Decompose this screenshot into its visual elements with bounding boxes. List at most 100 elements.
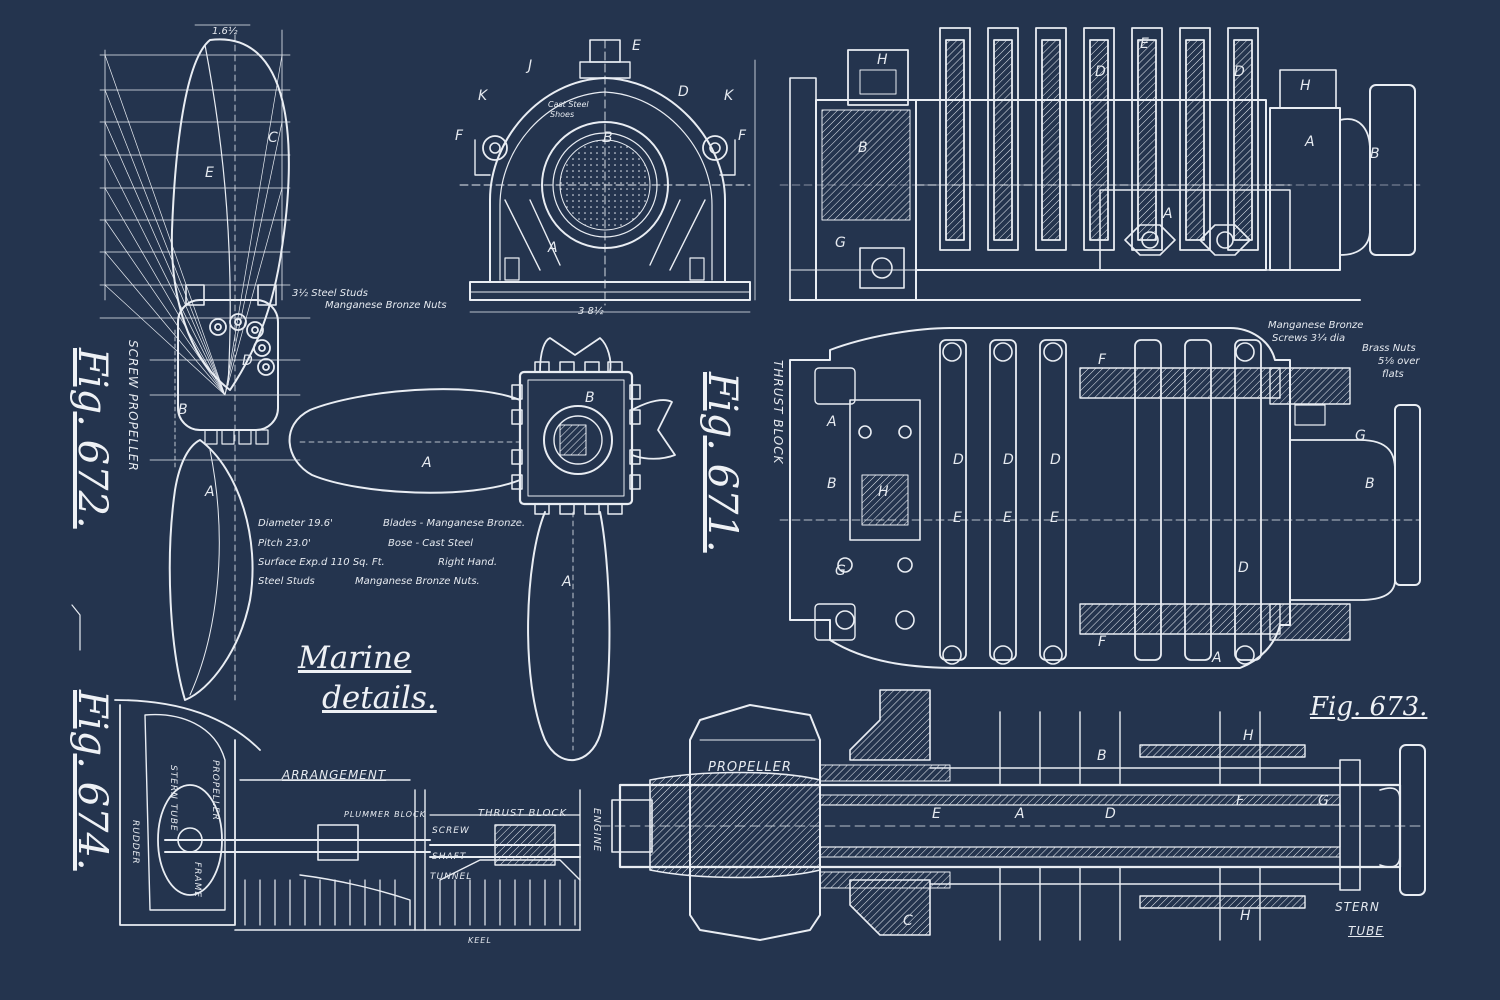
letter-f-plan-top: F (1098, 352, 1107, 368)
fig671-label: Fig. 671. (699, 372, 745, 553)
letter-b-side-flange: B (1370, 146, 1380, 162)
letter-e-thrust-end: E (632, 38, 641, 54)
letter-g-plan: G (835, 563, 846, 579)
letter-f-tube: F (1236, 793, 1245, 809)
thrust-block-end-view (459, 39, 756, 313)
spec-left-4: Steel Studs (258, 576, 315, 587)
letter-e-plan-1: E (953, 510, 962, 526)
thrust-block-small-caption: THRUST BLOCK (478, 808, 568, 819)
letter-d-plan-1: D (953, 452, 964, 468)
rudder-vertical: RUDDER (130, 820, 140, 865)
propeller-vertical: PROPELLER (210, 760, 220, 821)
title-details: details. (322, 680, 437, 716)
fig674-arrangement (114, 699, 581, 931)
thrust-block-caption: THRUST BLOCK (771, 360, 785, 465)
spec-right-1: Blades - Manganese Bronze. (383, 518, 526, 529)
letter-d-propeller: D (242, 353, 253, 369)
letter-a-side-right: A (1305, 134, 1315, 150)
letter-a-blade-left: A (422, 455, 432, 471)
letter-d-side-right: D (1234, 64, 1245, 80)
dim-3-8: 3 8½ (578, 306, 604, 317)
letter-g-plan-right: G (1355, 428, 1366, 444)
note-mb-screws-1: Manganese Bronze (1268, 320, 1364, 331)
stern-caption: STERN (1335, 900, 1380, 914)
letter-e-side: E (1140, 36, 1149, 52)
note-manganese-nuts: Manganese Bronze Nuts (325, 300, 447, 311)
letter-h-tube-bottom: H (1240, 908, 1251, 924)
dim-1-6: 1.6½ (212, 26, 238, 37)
note-brass-nuts-2: 5⅛ over (1378, 356, 1420, 367)
letter-a-plan: A (827, 414, 837, 430)
letter-b-plan-right: B (1365, 476, 1375, 492)
letter-f-plan-bottom: F (1098, 634, 1107, 650)
screw-propeller-caption: SCREW PROPELLER (126, 340, 140, 472)
letter-b-side: B (858, 140, 868, 156)
fig673-label: Fig. 673. (1310, 692, 1428, 722)
fig672-label: Fig. 672. (69, 348, 115, 529)
letter-f-right: F (738, 128, 747, 144)
thrust-block-plan (779, 327, 1421, 669)
shaft-caption: SHAFT (432, 852, 467, 862)
letter-h-side-right: H (1300, 78, 1311, 94)
letter-e-propeller: E (205, 165, 214, 181)
letter-e-plan-2: E (1003, 510, 1012, 526)
spec-right-2: Bose - Cast Steel (388, 538, 474, 549)
keel-caption: KEEL (468, 936, 492, 945)
fig672-propeller-side (71, 24, 311, 701)
note-steel-studs: 3½ Steel Studs (292, 288, 368, 299)
letter-d-plan-2: D (1003, 452, 1014, 468)
letter-d-plan-right: D (1238, 560, 1249, 576)
letter-d-side: D (1095, 64, 1106, 80)
letter-e-tube: E (932, 806, 941, 822)
letter-a-plan-bottom: A (1212, 650, 1222, 666)
letter-a-tube: A (1015, 806, 1025, 822)
spec-right-4: Manganese Bronze Nuts. (355, 576, 480, 587)
letter-b-hub: B (585, 390, 595, 406)
stern-tube-vertical: STERN TUBE (168, 765, 178, 832)
letter-a-side-center: A (1163, 206, 1173, 222)
letter-f-left: F (455, 128, 464, 144)
letter-j-thrust-end: J (528, 58, 533, 74)
letter-d-thrust-end: D (678, 84, 689, 100)
arrangement-caption: ARRANGEMENT (282, 768, 387, 782)
letter-e-plan-3: E (1050, 510, 1059, 526)
letter-d-tube: D (1105, 806, 1116, 822)
note-brass-nuts-1: Brass Nuts (1362, 343, 1416, 354)
propeller-caption: PROPELLER (708, 760, 792, 775)
letter-h-side-left: H (877, 52, 888, 68)
note-brass-nuts-3: flats (1382, 369, 1404, 380)
letter-a-blade-down: A (562, 574, 572, 590)
letter-c-propeller: C (268, 130, 278, 146)
screw-caption: SCREW (432, 826, 470, 836)
spec-right-3: Right Hand. (438, 557, 498, 568)
tunnel-caption: TUNNEL (430, 872, 473, 882)
note-shoes: Shoes (550, 110, 575, 119)
title-marine: Marine (298, 640, 412, 676)
thrust-block-side-elevation (779, 27, 1421, 301)
letter-h-plan: H (878, 484, 889, 500)
letter-b-propeller: B (178, 402, 188, 418)
letter-h-tube-top: H (1243, 728, 1254, 744)
propeller-front-view (288, 337, 676, 761)
spec-left-3: Surface Exp.d 110 Sq. Ft. (258, 557, 385, 568)
letter-a-propeller: A (205, 484, 215, 500)
letter-b-plan: B (827, 476, 837, 492)
fig674-label: Fig. 674. (69, 690, 115, 871)
letter-g-side: G (835, 235, 846, 251)
plummer-block-caption: PLUMMER BLOCK (344, 810, 426, 819)
letter-a-thrust-end: A (548, 240, 558, 256)
letter-g-tube: G (1318, 793, 1329, 809)
spec-left-1: Diameter 19.6' (258, 518, 333, 529)
letter-b-thrust-end: B (603, 130, 613, 146)
engine-caption: ENGINE (591, 808, 602, 853)
fig673-stern-tube (599, 689, 1426, 941)
tube-caption: TUBE (1348, 924, 1384, 938)
letter-k-left: K (478, 88, 488, 104)
note-cast-steel: Cast Steel (548, 100, 589, 109)
letter-b-tube: B (1097, 748, 1107, 764)
frame-vertical: FRAME (192, 862, 202, 899)
spec-left-2: Pitch 23.0' (258, 538, 311, 549)
letter-k-right: K (724, 88, 734, 104)
